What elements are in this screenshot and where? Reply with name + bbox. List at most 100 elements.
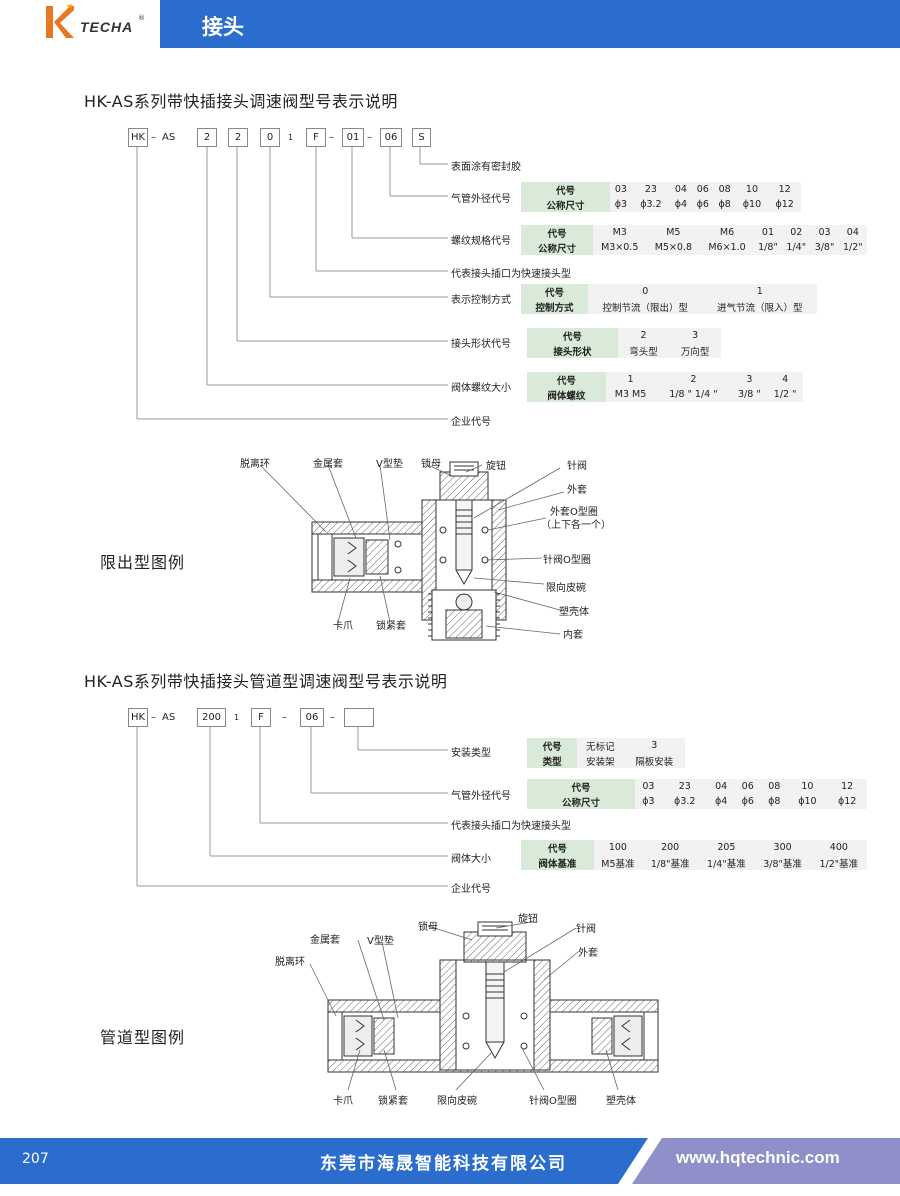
code-as: AS bbox=[162, 132, 176, 143]
table-cell: 1/8"基准 bbox=[642, 855, 699, 870]
table-cell: 04 bbox=[707, 779, 735, 794]
table-cell: M3×0.5 bbox=[592, 240, 647, 255]
label-install: 安装类型 bbox=[451, 748, 491, 759]
table-cell: ϕ8 bbox=[713, 197, 736, 212]
fig1-label-zhenfa-o: 针阀O型圈 bbox=[543, 555, 591, 566]
fig1-label-zhenfa: 针阀 bbox=[567, 461, 587, 472]
fig1-label-waitao-o2: （上下各一个） bbox=[541, 520, 611, 531]
table-header: 公称尺寸 bbox=[527, 794, 636, 809]
code-as: AS bbox=[162, 712, 176, 723]
table-cell: 1/8 " 1/4 " bbox=[655, 387, 732, 402]
table-header: 代号 bbox=[527, 738, 578, 753]
table-header: 阀体螺纹 bbox=[527, 387, 606, 402]
body-size-table: 代号 100 200 205 300 400 阀体基准 M5基准 1/8"基准 … bbox=[521, 840, 867, 870]
table-cell: 2 bbox=[617, 328, 670, 343]
table-cell: 4 bbox=[767, 372, 803, 387]
label-thread: 螺纹规格代号 bbox=[451, 236, 511, 247]
code-box-thread: 01 bbox=[342, 128, 364, 147]
fig2-label-vxing: V型垫 bbox=[367, 936, 394, 947]
table-header: 代号 bbox=[521, 284, 588, 299]
table-cell: 10 bbox=[735, 182, 769, 197]
table-cell: ϕ4 bbox=[707, 794, 735, 809]
tube-size-table: 代号 03 23 04 06 08 10 12 公称尺寸 ϕ3 ϕ3.2 ϕ4 … bbox=[521, 182, 801, 212]
code-prefix-box: HK bbox=[128, 708, 148, 727]
shape-table: 代号 2 3 接头形状 弯头型 万向型 bbox=[527, 328, 721, 358]
code-prefix-box: HK bbox=[128, 128, 148, 147]
header-bar: TECHA ® 接头 bbox=[0, 0, 900, 48]
fig2-label-zhenfa-o: 针阀O型圈 bbox=[529, 1096, 577, 1107]
code-dash: – bbox=[329, 132, 334, 143]
table-cell: M6×1.0 bbox=[700, 240, 754, 255]
fig1-label-waitao-o: 外套O型圈 bbox=[550, 507, 598, 518]
fig2-label-waitao: 外套 bbox=[578, 948, 598, 959]
fig1-label-suomu: 锁母 bbox=[421, 459, 441, 470]
table-cell: 23 bbox=[631, 182, 670, 197]
table-header: 公称尺寸 bbox=[521, 240, 593, 255]
table-cell: 06 bbox=[691, 182, 714, 197]
section2-title: HK-AS系列带快插接头管道型调速阀型号表示说明 bbox=[84, 672, 448, 691]
table-header: 代号 bbox=[527, 328, 618, 343]
table-cell: 10 bbox=[787, 779, 828, 794]
fig2-label-xuanniu: 旋钮 bbox=[518, 914, 538, 925]
table-cell: ϕ3.2 bbox=[631, 197, 670, 212]
code-box-control: 0 bbox=[260, 128, 280, 147]
logo-registered-mark: ® bbox=[138, 14, 145, 22]
label-coating: 表面涂有密封胶 bbox=[451, 162, 521, 173]
code-one: 1 bbox=[288, 133, 294, 142]
fig1-label-xuanniu: 旋钮 bbox=[486, 461, 506, 472]
install-type-table: 代号 无标记 3 类型 安装架 隔板安装 bbox=[527, 738, 685, 768]
label-tube: 气管外径代号 bbox=[451, 791, 511, 802]
table-cell: 1/4" bbox=[782, 240, 811, 255]
website-link[interactable]: www.hqtechnic.com bbox=[676, 1148, 840, 1167]
table-cell: 控制节流（限出）型 bbox=[587, 299, 703, 314]
body-thread-table: 代号 1 2 3 4 阀体螺纹 M3 M5 1/8 " 1/4 " 3/8 " … bbox=[527, 372, 803, 402]
code-box-install bbox=[344, 708, 374, 727]
table-cell: ϕ3 bbox=[609, 197, 632, 212]
page-number: 207 bbox=[22, 1151, 49, 1167]
table-cell: M3 bbox=[592, 225, 647, 240]
table-cell: 3/8" bbox=[810, 240, 839, 255]
code-box-shape: 2 bbox=[228, 128, 248, 147]
table-cell: 0 bbox=[587, 284, 703, 299]
fig1-label-tuoli: 脱离环 bbox=[240, 459, 270, 470]
table-cell: ϕ10 bbox=[787, 794, 828, 809]
logo: TECHA ® bbox=[0, 0, 160, 48]
table-cell: 3 bbox=[731, 372, 768, 387]
table-cell: 02 bbox=[782, 225, 811, 240]
table-cell: ϕ6 bbox=[691, 197, 714, 212]
table-cell: 万向型 bbox=[669, 343, 721, 358]
code-dash: – bbox=[330, 712, 335, 723]
table-cell: 200 bbox=[642, 840, 699, 855]
code-dash: – bbox=[151, 712, 156, 723]
code-box-tube: 06 bbox=[300, 708, 324, 727]
label-quick: 代表接头插口为快速接头型 bbox=[451, 269, 571, 280]
table-cell: 12 bbox=[827, 779, 867, 794]
fig1-label-xianxiang: 限向皮碗 bbox=[546, 583, 586, 594]
label-quick: 代表接头插口为快速接头型 bbox=[451, 821, 571, 832]
code-box-body-thread: 2 bbox=[197, 128, 217, 147]
table-cell: M5×0.8 bbox=[646, 240, 701, 255]
page-title: 接头 bbox=[202, 15, 244, 39]
table-cell: 400 bbox=[810, 840, 867, 855]
label-company: 企业代号 bbox=[451, 417, 491, 428]
table-cell: 安装架 bbox=[577, 753, 624, 768]
table-cell: 03 bbox=[810, 225, 839, 240]
table-header: 公称尺寸 bbox=[521, 197, 610, 212]
code-dash: – bbox=[367, 132, 372, 143]
table-cell: 3 bbox=[669, 328, 721, 343]
fig1-label-vxing: V型垫 bbox=[376, 459, 403, 470]
table-cell: ϕ6 bbox=[734, 794, 762, 809]
table-header: 类型 bbox=[527, 753, 578, 768]
table-cell: 隔板安装 bbox=[623, 753, 685, 768]
logo-text: TECHA bbox=[80, 19, 134, 35]
table-cell: M3 M5 bbox=[605, 387, 656, 402]
table-cell: 12 bbox=[768, 182, 801, 197]
table-cell: 3/8"基准 bbox=[754, 855, 811, 870]
table-cell: ϕ10 bbox=[735, 197, 769, 212]
fig2-label-kazhua: 卡爪 bbox=[333, 1096, 353, 1107]
table-cell: 3/8 " bbox=[731, 387, 768, 402]
table-cell: 06 bbox=[734, 779, 762, 794]
table-cell: ϕ4 bbox=[669, 197, 692, 212]
label-company: 企业代号 bbox=[451, 884, 491, 895]
